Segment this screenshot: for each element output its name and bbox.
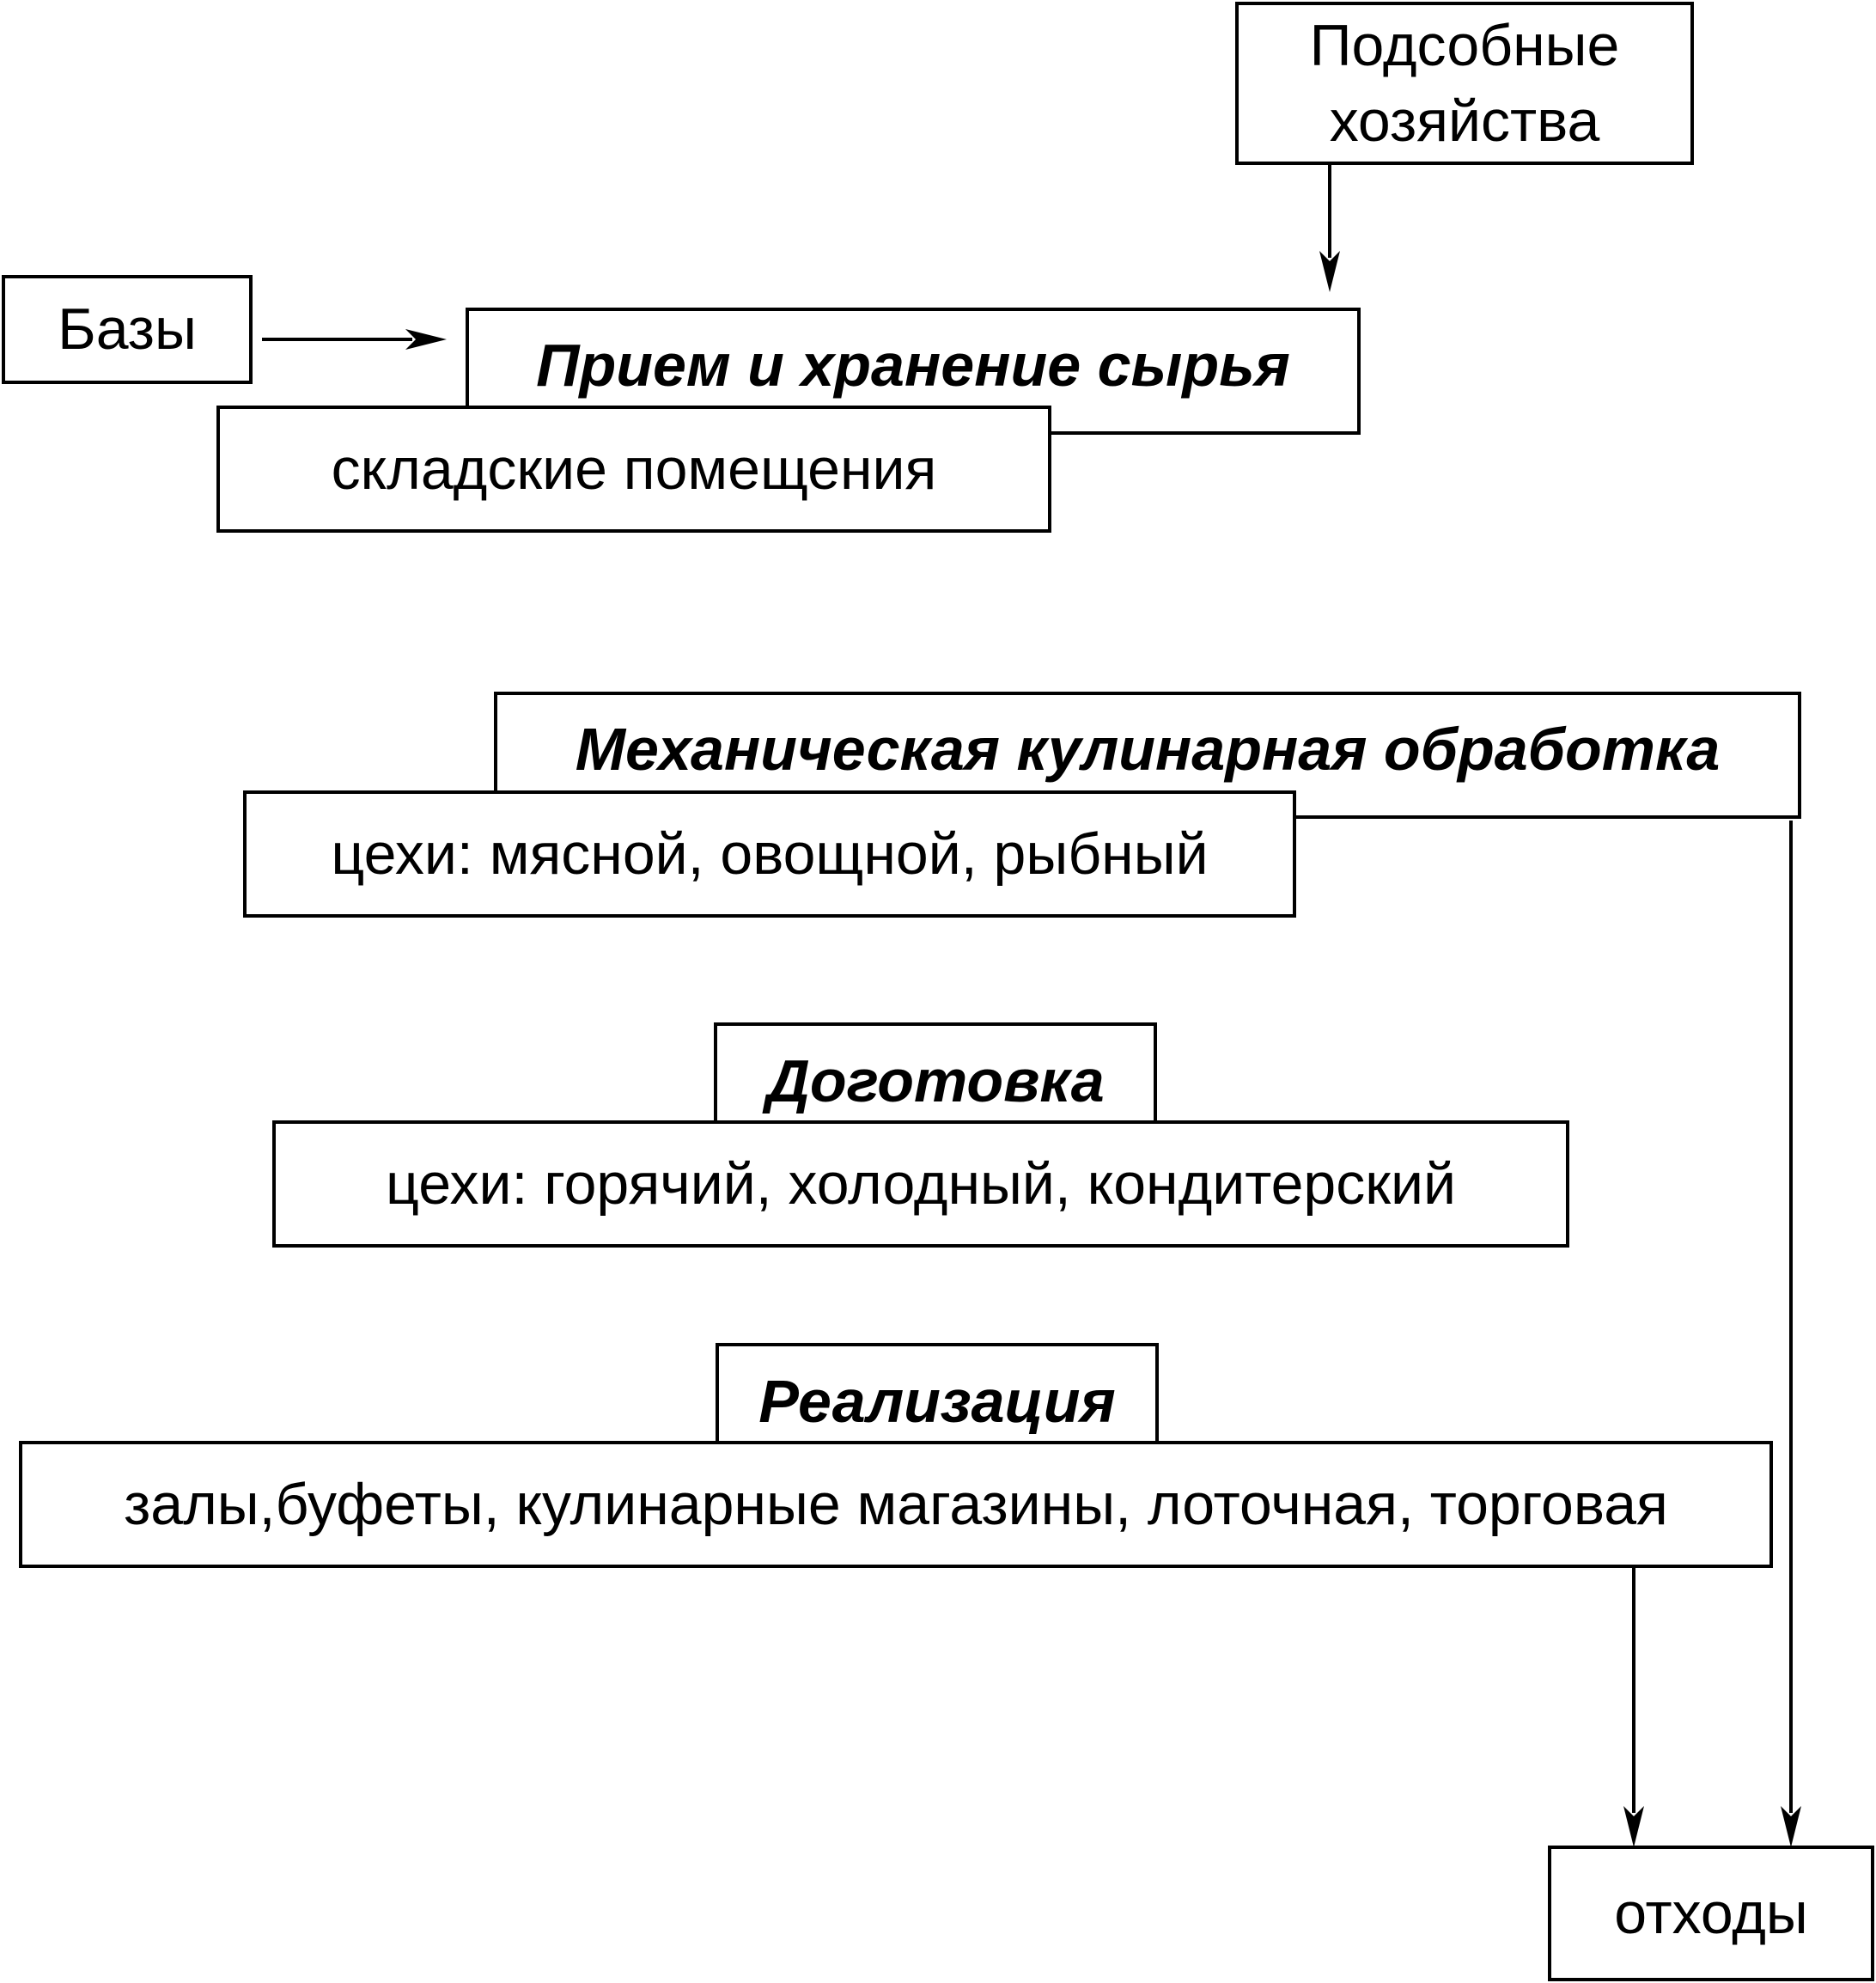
mech-tsekhi-label: цехи: мясной, овощной, рыбный	[331, 821, 1209, 887]
sklad-label: складские помещения	[331, 436, 937, 502]
otkhody-box: отходы	[1548, 1846, 1874, 1981]
realizatsiya-mesta-label: залы,буфеты, кулинарные магазины, лоточн…	[124, 1471, 1668, 1537]
bazy-label: Базы	[58, 296, 197, 363]
realizatsiya-label: Реализация	[758, 1368, 1116, 1435]
otkhody-label: отходы	[1614, 1880, 1808, 1946]
mech-tsekhi-box: цехи: мясной, овощной, рыбный	[243, 790, 1296, 918]
bazy-box: Базы	[2, 275, 253, 384]
podsobnye-label: Подсобные хозяйства	[1309, 12, 1620, 154]
dogotovka-label: Доготовка	[766, 1047, 1105, 1114]
podsobnye-box: Подсобные хозяйства	[1235, 2, 1694, 165]
arrow-bazy-to-priem	[262, 329, 447, 350]
realizatsiya-mesta-box: залы,буфеты, кулинарные магазины, лоточн…	[19, 1441, 1773, 1568]
arrow-mech-to-otkhody	[1781, 821, 1801, 1847]
dogotovka-tsekhi-label: цехи: горячий, холодный, кондитерский	[386, 1150, 1456, 1217]
arrow-realizatsiya-to-otkhody	[1623, 1565, 1644, 1847]
dogotovka-tsekhi-box: цехи: горячий, холодный, кондитерский	[272, 1120, 1569, 1248]
priem-box: Прием и хранение сырья	[466, 308, 1361, 435]
sklad-box: складские помещения	[216, 406, 1051, 533]
priem-label: Прием и хранение сырья	[536, 332, 1290, 399]
mech-label: Механическая кулинарная обработка	[575, 716, 1721, 783]
arrow-podsobnye-to-priem	[1319, 165, 1340, 292]
